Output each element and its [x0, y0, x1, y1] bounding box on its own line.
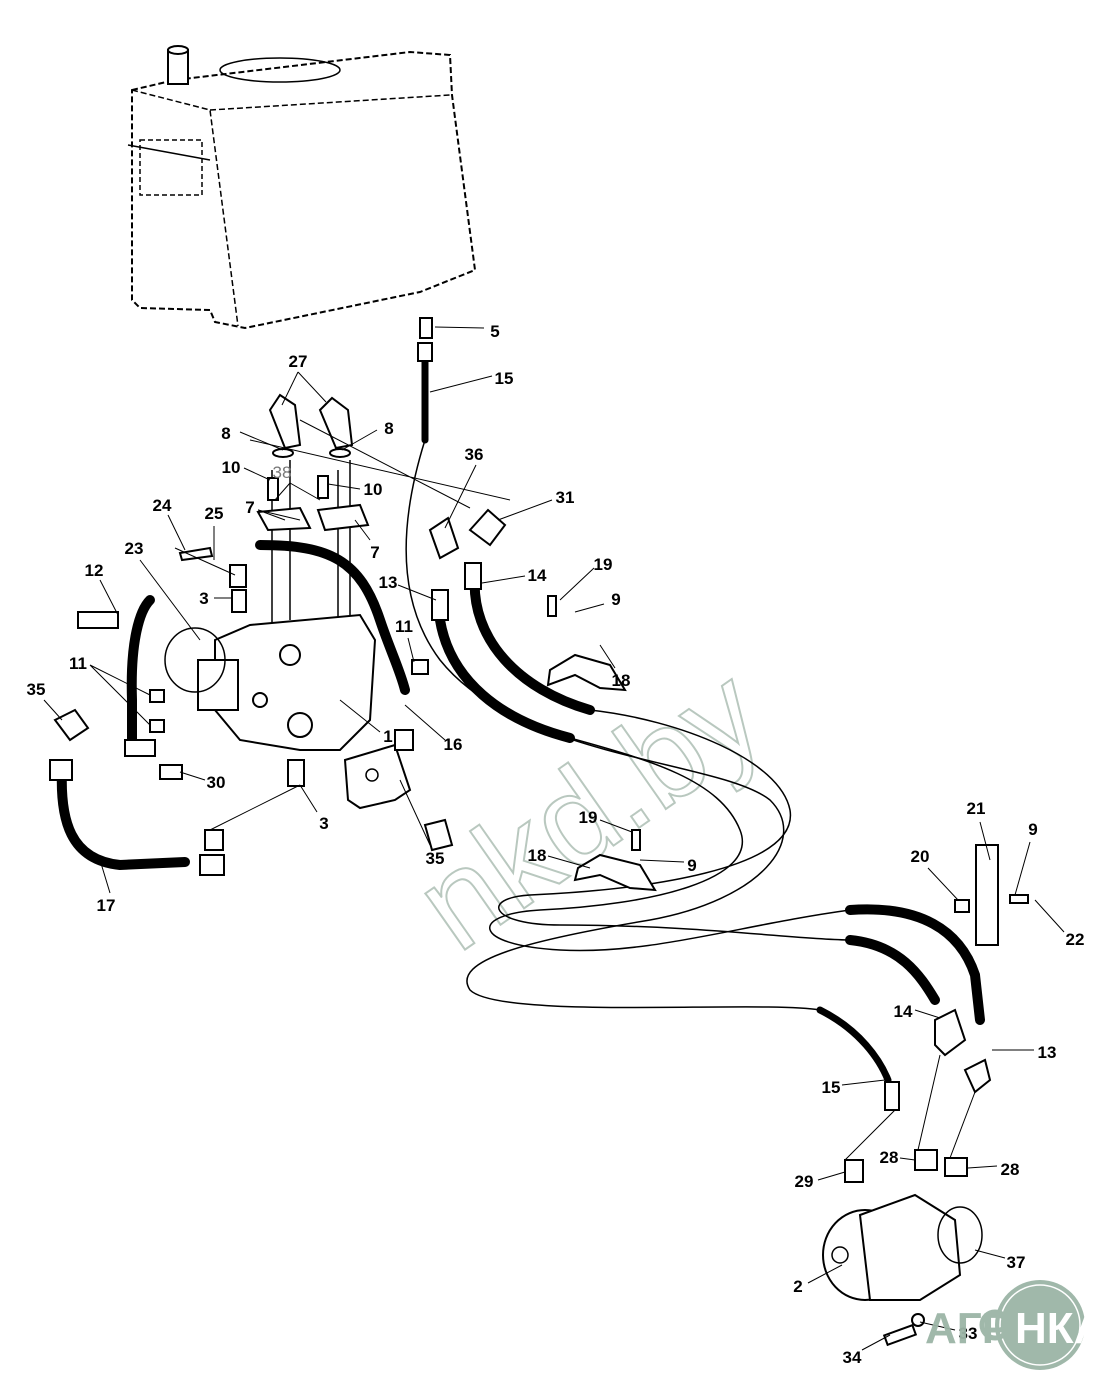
callout-18: 18	[612, 671, 631, 690]
callout-18: 18	[528, 846, 547, 865]
callout-29: 29	[795, 1172, 814, 1191]
callout-3: 3	[319, 814, 328, 833]
callout-24: 24	[153, 496, 172, 515]
callout-22: 22	[1066, 930, 1085, 949]
callout-35: 35	[27, 680, 46, 699]
callout-27: 27	[289, 352, 308, 371]
callout-8: 8	[221, 424, 230, 443]
callout-5: 5	[490, 322, 499, 341]
logo-text-right: НКА	[1015, 1304, 1102, 1353]
callout-14: 14	[528, 566, 547, 585]
hydraulic-tank	[127, 45, 477, 330]
callout-11: 11	[395, 617, 413, 636]
callout-10: 10	[222, 458, 241, 477]
callout-20: 20	[911, 847, 930, 866]
callout-9: 9	[687, 856, 696, 875]
callout-23: 23	[125, 539, 144, 558]
callout-28: 28	[1001, 1160, 1020, 1179]
leader-lines	[43, 326, 1065, 1351]
callout-19: 19	[594, 555, 613, 574]
callout-19: 19	[579, 808, 598, 827]
callout-2: 2	[793, 1277, 802, 1296]
callout-11: 11	[69, 654, 87, 673]
callout-7: 7	[370, 543, 379, 562]
hoses	[56, 351, 985, 1084]
callout-8: 8	[384, 419, 393, 438]
logo-text-left: АГРО	[925, 1304, 1045, 1353]
callout-9: 9	[1028, 820, 1037, 839]
callout-10: 10	[364, 480, 383, 499]
callout-14: 14	[894, 1002, 913, 1021]
callout-16: 16	[444, 735, 463, 754]
callout-15: 15	[822, 1078, 841, 1097]
pump	[822, 1193, 983, 1347]
callout-13: 13	[379, 573, 398, 592]
callout-37: 37	[1007, 1253, 1026, 1272]
callout-labels: 5 15 27 8 8 10 38 10 36 31 7 7 24 25 23 …	[27, 322, 1085, 1367]
callout-15: 15	[495, 369, 514, 388]
callout-36: 36	[465, 445, 484, 464]
callout-17: 17	[97, 896, 116, 915]
callout-13: 13	[1038, 1043, 1057, 1062]
callout-28: 28	[880, 1148, 899, 1167]
callout-33: 33	[959, 1324, 978, 1343]
callout-9: 9	[611, 590, 620, 609]
callout-31: 31	[556, 488, 575, 507]
callout-12: 12	[85, 561, 104, 580]
callout-35: 35	[426, 849, 445, 868]
callout-34: 34	[843, 1348, 862, 1367]
callout-21: 21	[967, 799, 986, 818]
callout-7: 7	[245, 498, 254, 517]
callout-30: 30	[207, 773, 226, 792]
callout-3: 3	[199, 589, 208, 608]
agro-logo: АГРО НКА	[925, 1280, 1102, 1370]
callout-38: 38	[273, 463, 292, 482]
fittings	[49, 317, 1029, 1183]
callout-1: 1	[383, 727, 392, 746]
control-valve	[164, 613, 412, 810]
callout-25: 25	[205, 504, 224, 523]
